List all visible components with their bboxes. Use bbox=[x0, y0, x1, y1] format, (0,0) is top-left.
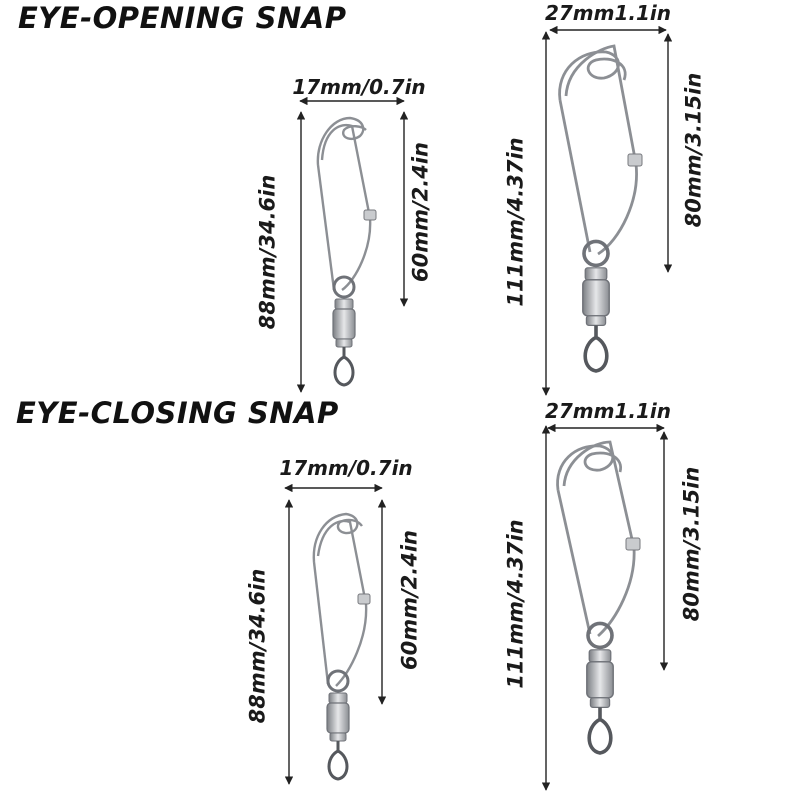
dimension-lines-top bbox=[296, 25, 673, 396]
small-bottom-wire-label: 60mm/2.4in bbox=[397, 529, 422, 671]
heading-eye-opening-snap: EYE-OPENING SNAP bbox=[18, 1, 347, 35]
small-top-swivel bbox=[331, 275, 357, 387]
large-bottom-wire-label: 80mm/3.15in bbox=[679, 466, 704, 622]
large-bottom-swivel bbox=[584, 621, 616, 755]
large-top-swivel bbox=[580, 239, 612, 373]
small-bottom-swivel bbox=[325, 669, 351, 781]
heading-eye-closing-snap: EYE-CLOSING SNAP bbox=[16, 396, 339, 430]
large-top-wire-label: 80mm/3.15in bbox=[681, 72, 706, 228]
dimension-lines-bottom bbox=[284, 423, 669, 791]
large-eye-opening-snap bbox=[558, 44, 643, 256]
large-bottom-length-label: 111mm/4.37in bbox=[503, 519, 528, 689]
small-bottom-length-label: 88mm/34.6in bbox=[245, 568, 270, 724]
large-bottom-width-label: 27mm1.1in bbox=[544, 399, 672, 423]
large-top-width-label: 27mm1.1in bbox=[544, 1, 672, 25]
small-eye-opening-snap bbox=[316, 116, 377, 291]
small-top-length-label: 88mm/34.6in bbox=[255, 174, 280, 330]
large-eye-closing-snap bbox=[556, 440, 641, 638]
small-eye-closing-snap bbox=[312, 512, 371, 687]
small-top-wire-label: 60mm/2.4in bbox=[408, 141, 433, 283]
large-top-length-label: 111mm/4.37in bbox=[503, 137, 528, 307]
small-top-width-label: 17mm/0.7in bbox=[292, 75, 426, 99]
small-bottom-width-label: 17mm/0.7in bbox=[279, 456, 413, 480]
